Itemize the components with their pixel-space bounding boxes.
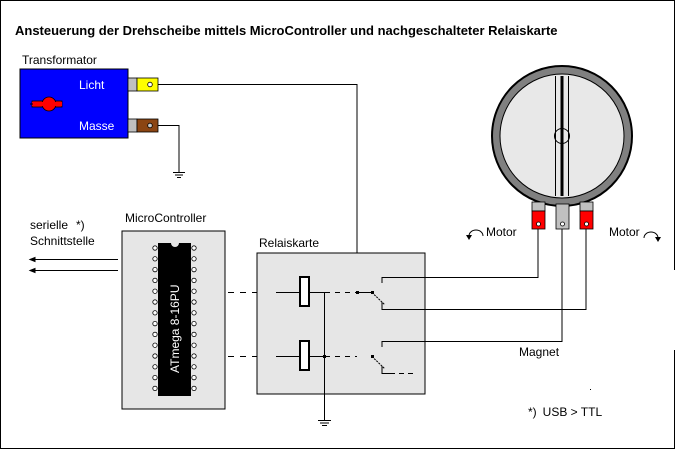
screw-icon — [584, 221, 589, 227]
motor-right-wire — [425, 228, 587, 310]
transformer-label: Transformator — [22, 53, 97, 67]
chip-pin — [152, 310, 158, 316]
motor-left-terminal — [531, 201, 546, 230]
chip-pin — [191, 256, 197, 262]
chip-pin — [191, 266, 197, 273]
diagram-title: Ansteuerung der Drehscheibe mittels Micr… — [15, 23, 558, 38]
chip-pin — [191, 320, 197, 327]
serial-label-line2: Schnittstelle — [30, 234, 95, 248]
chip-pin — [191, 245, 197, 251]
relay-card — [256, 252, 426, 395]
chip-pin — [152, 320, 158, 327]
transformer-masse-label: Masse — [79, 119, 115, 133]
chip-pin — [152, 277, 158, 283]
motor-right-label: Motor — [609, 225, 640, 239]
chip-pin — [191, 277, 197, 283]
chip-pin — [152, 364, 158, 370]
chip-pin — [152, 266, 158, 273]
atmega-chip — [152, 243, 197, 396]
screw-icon — [560, 221, 565, 227]
chip-pin — [152, 245, 158, 251]
magnet-label: Magnet — [519, 345, 560, 359]
masse-wire — [158, 125, 180, 172]
masse-terminal — [127, 118, 159, 133]
chip-pin — [152, 299, 158, 305]
chip-pin — [152, 342, 158, 348]
screw-icon — [147, 122, 153, 129]
chip-pin — [152, 331, 158, 337]
pivot-icon — [554, 128, 570, 144]
relay-coil-1 — [299, 276, 310, 307]
relay-switch-1 — [371, 292, 386, 306]
turntable — [491, 65, 633, 207]
chip-pin — [152, 385, 158, 391]
chip-pin — [191, 310, 197, 316]
screw-icon — [147, 81, 153, 88]
licht-terminal — [127, 77, 159, 92]
chip-pin — [191, 385, 197, 391]
rotate-cw-icon — [643, 231, 659, 239]
relay-switch-2 — [371, 356, 386, 370]
motor-left-label: Motor — [486, 225, 517, 239]
magnet-wire — [425, 228, 563, 342]
chip-pin — [152, 288, 158, 294]
chip-pin — [191, 364, 197, 370]
rotate-ccw-icon — [468, 229, 484, 237]
serial-arrows — [28, 256, 118, 274]
chip-pin — [191, 331, 197, 337]
relay-card-label: Relaiskarte — [259, 236, 319, 250]
serial-label-line1: serielle*) — [30, 218, 85, 232]
chip-pin — [191, 353, 197, 359]
motor-left-wire — [425, 228, 539, 278]
ground-icon — [318, 420, 331, 426]
footnote: *)USB > TTL — [528, 405, 602, 419]
chip-pin — [152, 256, 158, 262]
transformer-licht-label: Licht — [79, 78, 105, 92]
motor-right-terminal — [579, 201, 594, 230]
relay-coil-2 — [299, 340, 310, 371]
screw-icon — [536, 221, 541, 227]
chip-pin — [191, 374, 197, 381]
chip-pin — [191, 342, 197, 348]
microcontroller-label: MicroController — [125, 211, 206, 225]
ground-icon — [173, 172, 185, 178]
chip-pin — [152, 353, 158, 359]
chip-pin — [191, 288, 197, 294]
chip-pin — [152, 374, 158, 381]
magnet-terminal — [555, 203, 570, 230]
transformer-knob-icon — [30, 96, 63, 112]
chip-label: ATmega 8-16PU — [168, 285, 182, 373]
chip-pin — [191, 299, 197, 305]
